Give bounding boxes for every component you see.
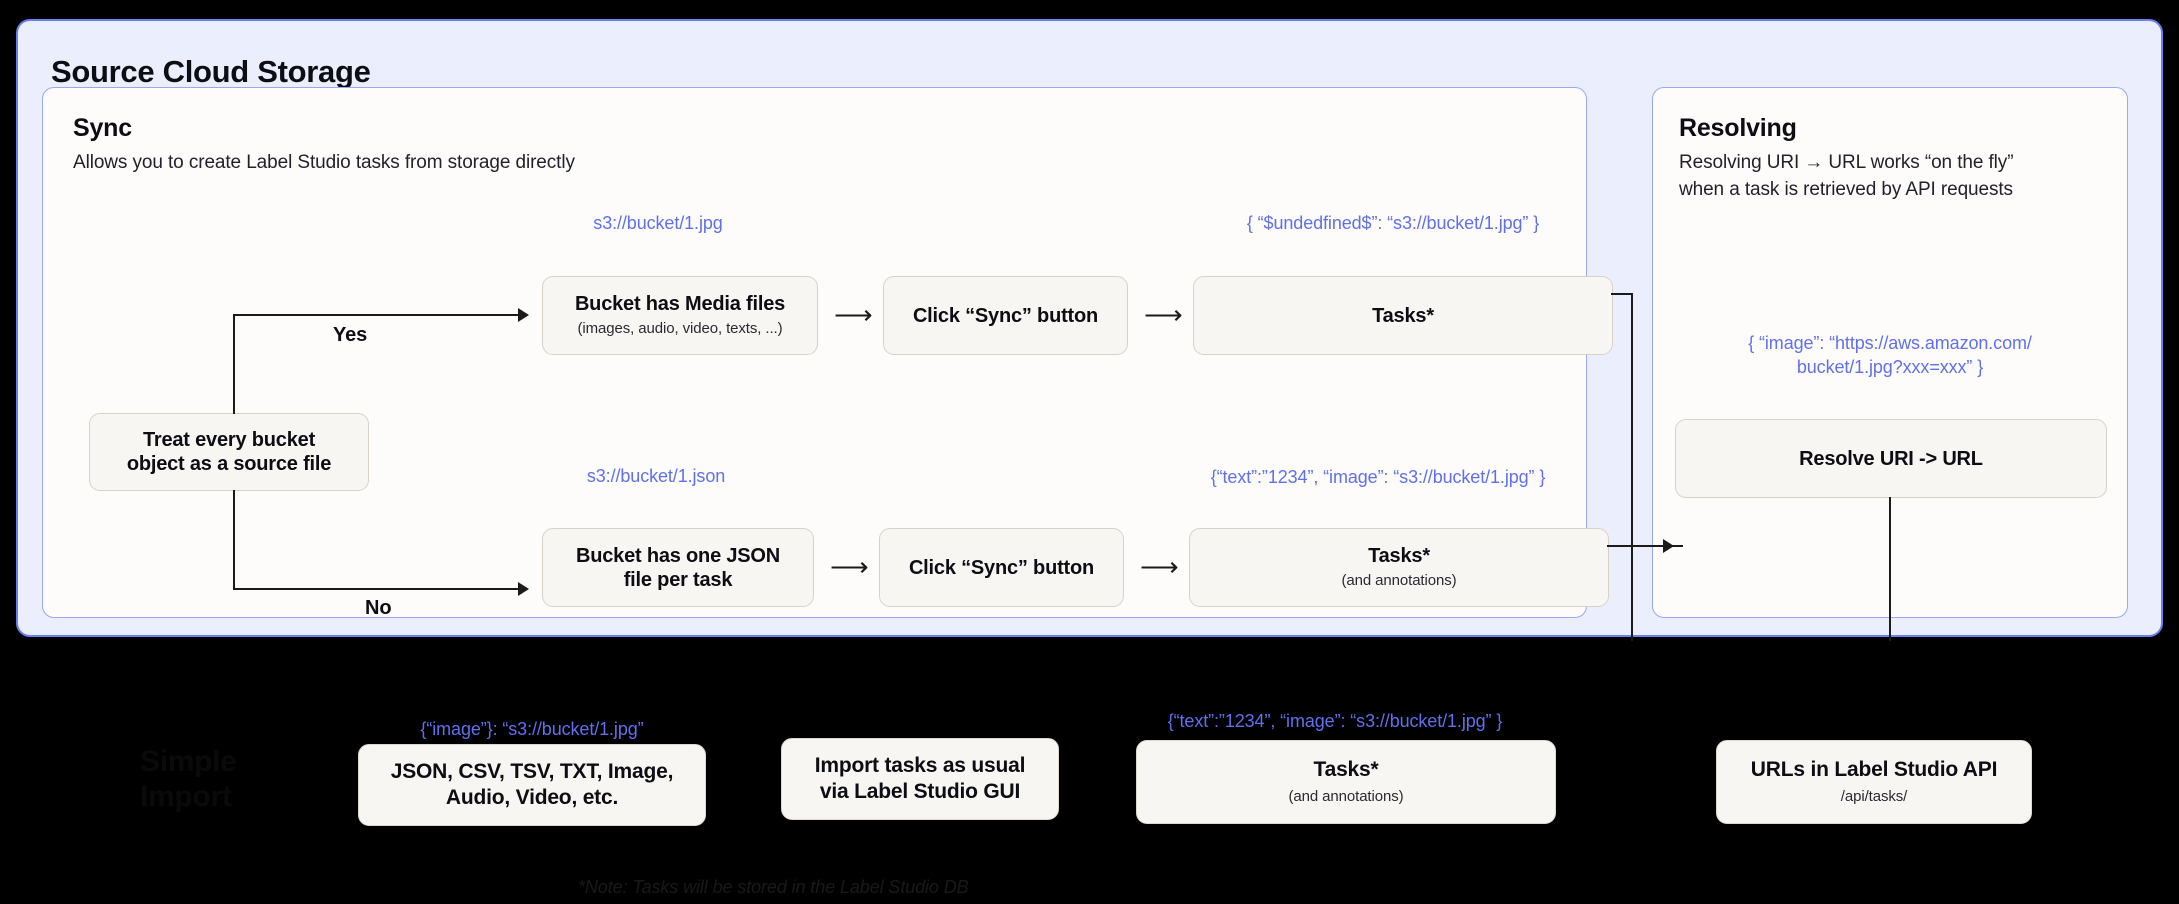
simple-import-ghost-title: Simple Import xyxy=(140,745,237,815)
no-row-arrow-2: ⟶ xyxy=(1140,552,1179,582)
formats-json-label: {“image”}: “s3://bucket/1.jpg” xyxy=(420,719,644,739)
no-row-click-sync-box: Click “Sync” button xyxy=(879,528,1124,607)
tasks-yes-to-resolve-vertical xyxy=(1631,293,1634,641)
resolve-uri-url-title: Resolve URI -> URL xyxy=(1799,447,1983,470)
bottom-tasks-sub: (and annotations) xyxy=(1288,787,1404,805)
source-cloud-storage-panel: Source Cloud Storage Sync Allows you to … xyxy=(16,19,2163,641)
import-box-line1: Import tasks as usual xyxy=(814,754,1026,778)
no-connector-vertical xyxy=(233,490,236,590)
yes-row-bucket-media-sub: (images, audio, video, texts, ...) xyxy=(577,320,783,338)
no-row-tasks-box: Tasks* (and annotations) xyxy=(1189,528,1609,607)
branch-label-no: No xyxy=(365,597,392,619)
footnote: *Note: Tasks will be stored in the Label… xyxy=(578,877,969,897)
yes-connector-horizontal xyxy=(233,314,518,317)
no-row-tasks-title: Tasks* xyxy=(1368,545,1430,568)
no-row-json-label: {“text”:”1234”, “image”: “s3://bucket/1.… xyxy=(1210,467,1546,487)
resolving-card-subtitle-line1: Resolving URI → URL works “on the fly” xyxy=(1679,152,2014,173)
panel-title: Source Cloud Storage xyxy=(51,54,371,89)
api-urls-box: URLs in Label Studio API /api/tasks/ xyxy=(1716,740,2032,824)
api-urls-sub: /api/tasks/ xyxy=(1840,787,1908,805)
ghost-title-line2: Import xyxy=(140,779,232,813)
yes-row-tasks-title: Tasks* xyxy=(1372,304,1434,327)
yes-row-click-sync-box: Click “Sync” button xyxy=(883,276,1128,355)
no-row-arrow-1: ⟶ xyxy=(830,552,869,582)
sync-card-subtitle: Allows you to create Label Studio tasks … xyxy=(73,152,575,173)
no-row-bucket-json-line2: file per task xyxy=(623,568,733,591)
no-row-click-sync-title: Click “Sync” button xyxy=(908,556,1095,579)
no-row-bucket-json-box: Bucket has one JSON file per task xyxy=(542,528,814,607)
sync-card: Sync Allows you to create Label Studio t… xyxy=(42,87,1613,619)
no-row-tasks-sub: (and annotations) xyxy=(1341,572,1457,590)
tasks-yes-to-resolve-horizontal xyxy=(1611,293,1633,296)
resolving-card-subtitle-line2: when a task is retrieved by API requests xyxy=(1679,179,2013,200)
import-box: Import tasks as usual via Label Studio G… xyxy=(781,738,1059,820)
decision-box-line1: Treat every bucket xyxy=(142,429,316,451)
decision-box-treat-bucket-object: Treat every bucket object as a source fi… xyxy=(89,413,369,491)
bottom-tasks-box: Tasks* (and annotations) xyxy=(1136,740,1556,824)
api-urls-title: URLs in Label Studio API xyxy=(1750,758,1998,782)
resolve-uri-url-box: Resolve URI -> URL xyxy=(1675,419,2107,498)
resolving-card-title: Resolving xyxy=(1679,114,1797,142)
tasks-no-to-resolve-horizontal xyxy=(1607,545,1683,548)
formats-box: JSON, CSV, TSV, TXT, Image, Audio, Video… xyxy=(358,744,706,826)
branch-label-yes: Yes xyxy=(333,324,368,346)
import-box-line2: via Label Studio GUI xyxy=(819,780,1021,803)
yes-row-click-sync-title: Click “Sync” button xyxy=(912,304,1099,327)
bottom-tasks-json-label: {“text”:”1234”, “image”: “s3://bucket/1.… xyxy=(1167,711,1503,731)
resolving-json-label-line1: { “image”: “https://aws.amazon.com/ xyxy=(1748,333,2032,353)
yes-row-json-label: { “$undedfined$”: “s3://bucket/1.jpg” } xyxy=(1246,213,1540,233)
resolve-box-down-connector xyxy=(1889,497,1892,641)
yes-arrowhead xyxy=(518,308,529,322)
yes-row-bucket-media-title: Bucket has Media files xyxy=(574,293,786,316)
yes-row-tasks-box: Tasks* xyxy=(1193,276,1613,355)
formats-box-line2: Audio, Video, etc. xyxy=(445,786,619,809)
yes-row-arrow-1: ⟶ xyxy=(834,300,873,330)
resolving-json-label-line2: bucket/1.jpg?xxx=xxx” } xyxy=(1796,357,1984,377)
yes-row-arrow-2: ⟶ xyxy=(1144,300,1183,330)
no-connector-horizontal xyxy=(233,588,518,591)
no-row-uri-label: s3://bucket/1.json xyxy=(586,466,726,486)
decision-box-line2: object as a source file xyxy=(126,453,332,475)
sync-card-title: Sync xyxy=(73,114,132,142)
no-row-bucket-json-line1: Bucket has one JSON xyxy=(575,544,781,567)
yes-connector-vertical xyxy=(233,314,236,414)
ghost-title-line1: Simple xyxy=(140,745,237,778)
resolve-box-arrowhead xyxy=(1663,539,1674,553)
yes-row-bucket-media-box: Bucket has Media files (images, audio, v… xyxy=(542,276,818,355)
bottom-tasks-title: Tasks* xyxy=(1313,758,1379,782)
no-arrowhead xyxy=(518,582,529,596)
formats-box-line1: JSON, CSV, TSV, TXT, Image, xyxy=(390,760,674,784)
yes-row-uri-label: s3://bucket/1.jpg xyxy=(593,213,723,233)
